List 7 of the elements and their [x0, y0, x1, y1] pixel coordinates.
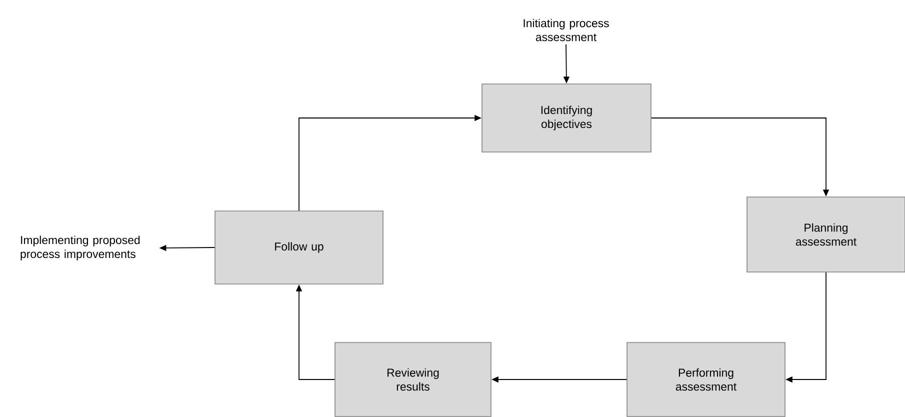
- process-box: Identifying objectives: [482, 84, 652, 152]
- process-box: Performing assessment: [626, 342, 786, 417]
- process-box: Planning assessment: [746, 196, 905, 272]
- process-box: Follow up: [214, 210, 384, 284]
- process-box: Reviewing results: [334, 342, 492, 417]
- text-label: Initiating process assessment: [524, 18, 609, 42]
- text-label: Implementing proposed process improvements: [20, 236, 140, 260]
